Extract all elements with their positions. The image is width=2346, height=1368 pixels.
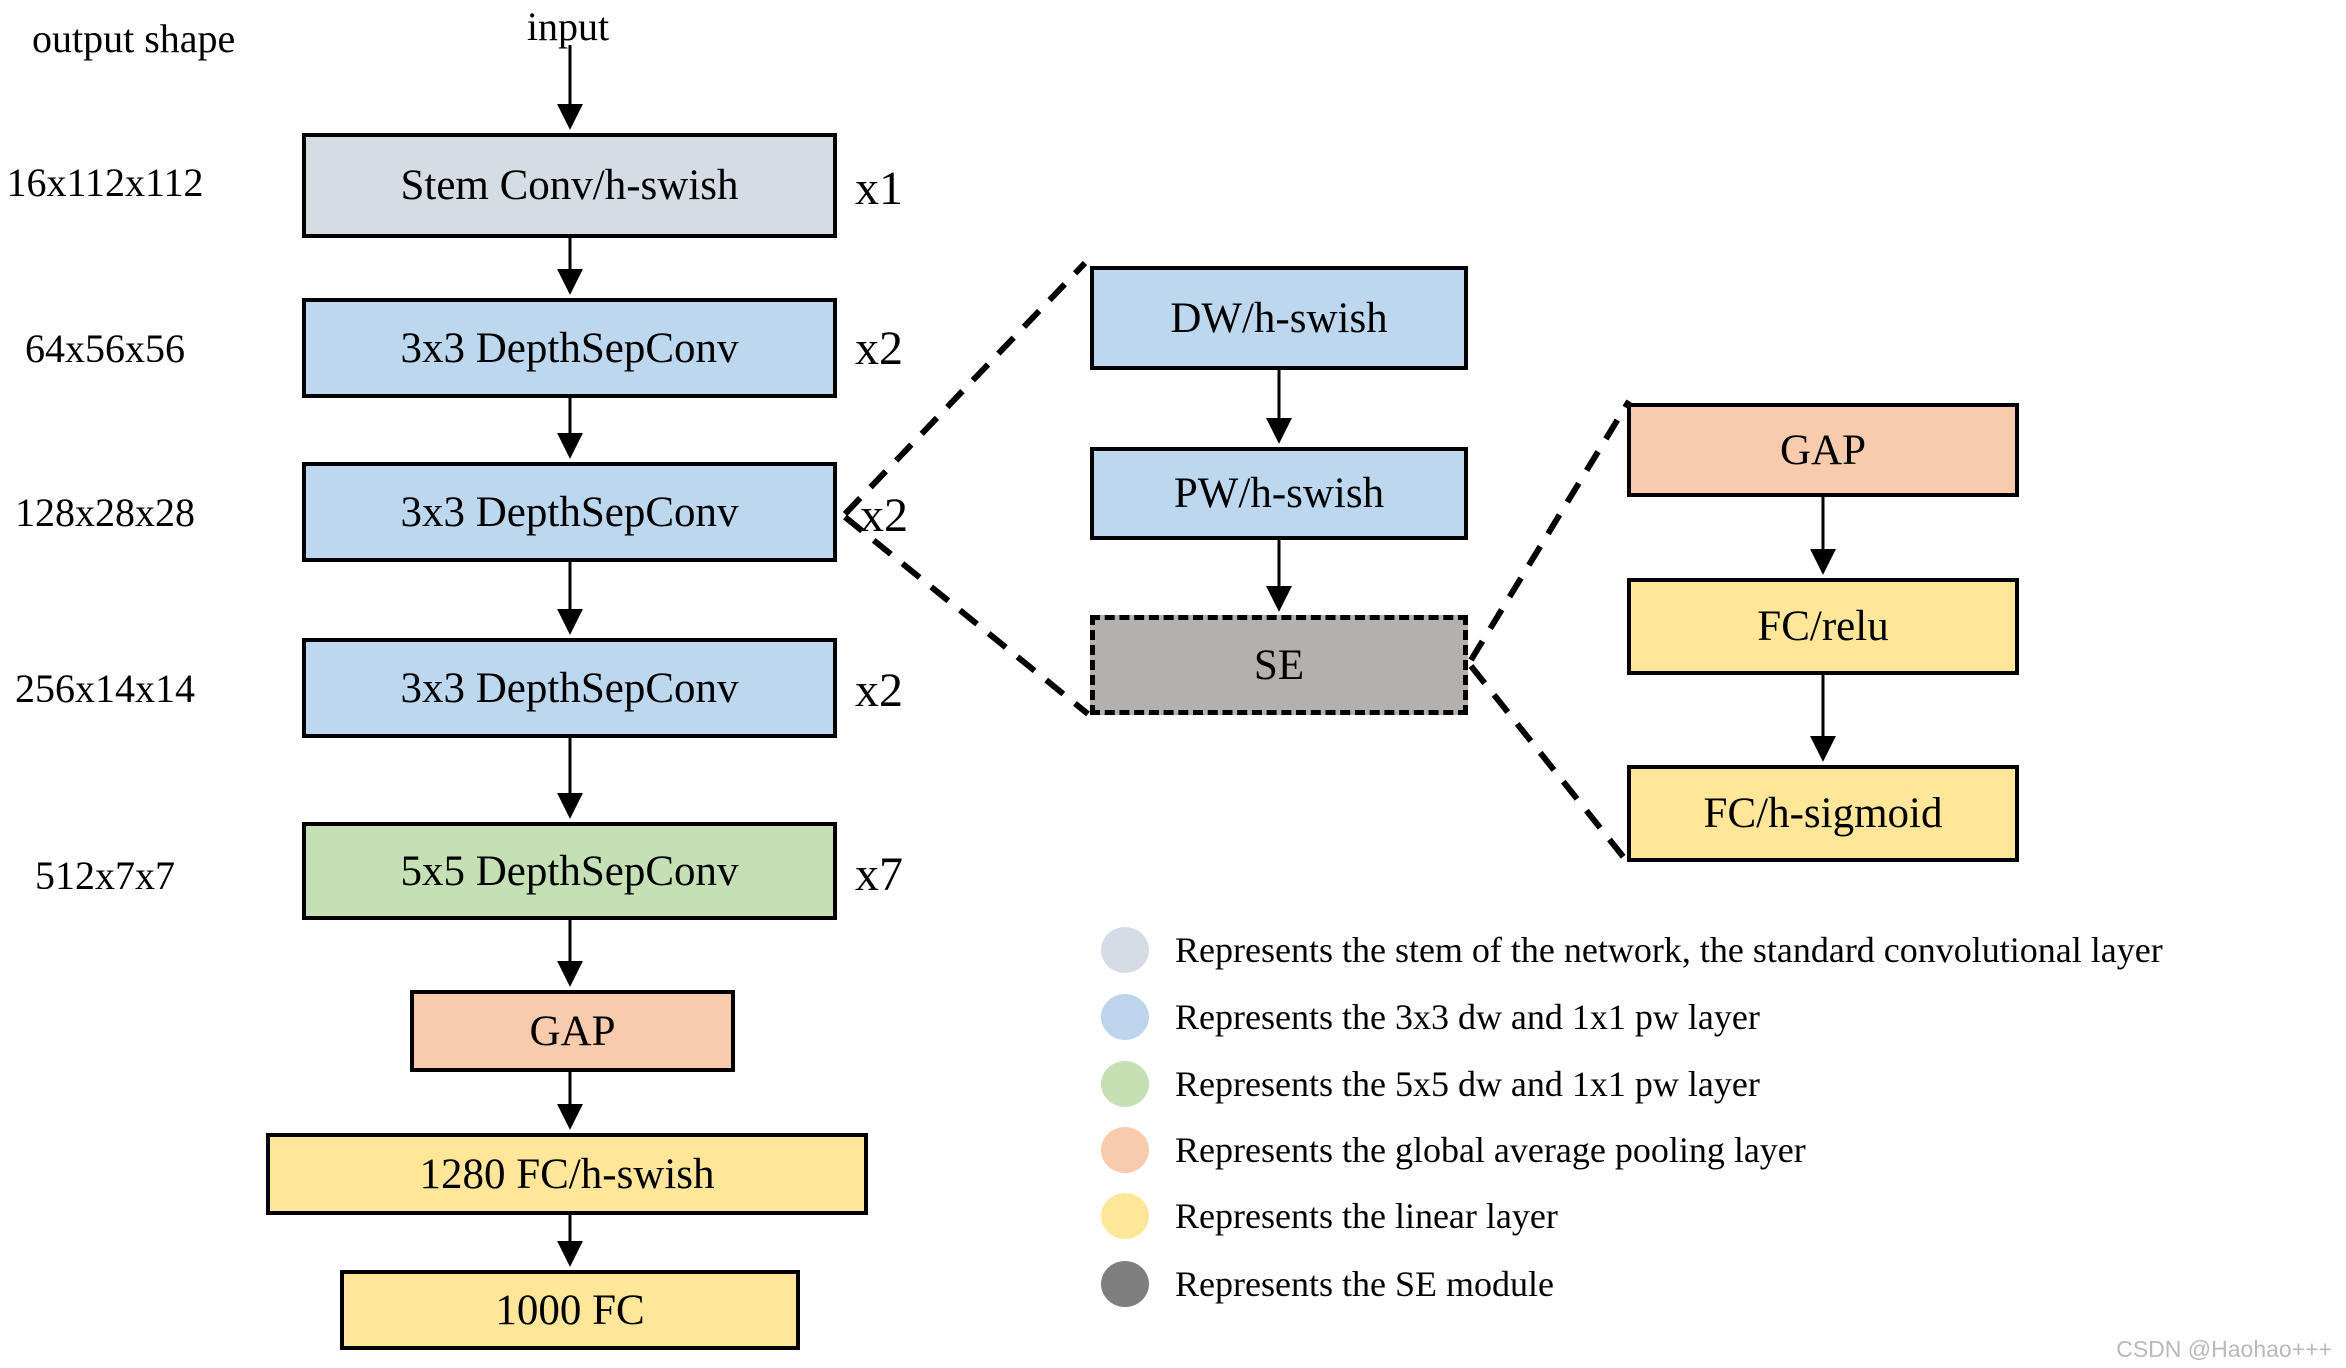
multiplier-stem: x1 [855, 161, 903, 215]
output-shape-1: 64x56x56 [25, 325, 185, 371]
se-detail-fc-hsigmoid: FC/h-sigmoid [1627, 765, 2019, 862]
legend-dot-se [1101, 1261, 1149, 1307]
block-depthsepconv-3: 3x3 DepthSepConv [302, 638, 837, 738]
legend-dot-stem [1101, 927, 1149, 973]
multiplier-conv4: x7 [855, 847, 903, 901]
multiplier-conv1: x2 [855, 321, 903, 375]
legend-text-gap: Represents the global average pooling la… [1175, 1130, 1806, 1170]
output-shape-2: 128x28x28 [15, 489, 195, 535]
dashed-conv3-dw-top [842, 260, 1088, 517]
dashed-se-gap2-top [1468, 399, 1632, 662]
legend-text-se: Represents the SE module [1175, 1264, 1554, 1304]
block-fc-hswish: 1280 FC/h-swish [266, 1133, 868, 1215]
legend-text-stem: Represents the stem of the network, the … [1175, 930, 2163, 970]
legend-dot-gap [1101, 1127, 1149, 1173]
legend-text-linear: Represents the linear layer [1175, 1196, 1558, 1236]
se-detail-gap: GAP [1627, 403, 2019, 497]
dashed-se-fcsig-bottom [1468, 664, 1632, 866]
block-depthsepconv-5x5: 5x5 DepthSepConv [302, 822, 837, 920]
watermark: CSDN @Haohao+++ [2116, 1336, 2332, 1362]
multiplier-conv2: x2 [860, 488, 908, 542]
output-shape-3: 256x14x14 [15, 665, 195, 711]
legend-dot-3x3 [1101, 994, 1149, 1040]
se-detail-fc-relu: FC/relu [1627, 578, 2019, 675]
detail-dw-hswish: DW/h-swish [1090, 266, 1468, 370]
legend-dot-linear [1101, 1193, 1149, 1239]
block-gap: GAP [410, 990, 735, 1072]
input-label: input [526, 3, 610, 49]
block-stem-conv: Stem Conv/h-swish [302, 133, 837, 238]
block-fc-1000: 1000 FC [340, 1270, 800, 1350]
legend-dot-5x5 [1101, 1061, 1149, 1107]
output-shape-4: 512x7x7 [35, 852, 175, 898]
block-depthsepconv-1: 3x3 DepthSepConv [302, 298, 837, 398]
detail-se-module: SE [1090, 615, 1468, 715]
multiplier-conv3: x2 [855, 663, 903, 717]
legend-text-3x3: Represents the 3x3 dw and 1x1 pw layer [1175, 997, 1760, 1037]
output-shape-heading: output shape [32, 15, 236, 61]
detail-pw-hswish: PW/h-swish [1090, 447, 1468, 540]
block-depthsepconv-2: 3x3 DepthSepConv [302, 462, 837, 562]
legend-text-5x5: Represents the 5x5 dw and 1x1 pw layer [1175, 1064, 1760, 1104]
output-shape-0: 16x112x112 [6, 159, 204, 205]
